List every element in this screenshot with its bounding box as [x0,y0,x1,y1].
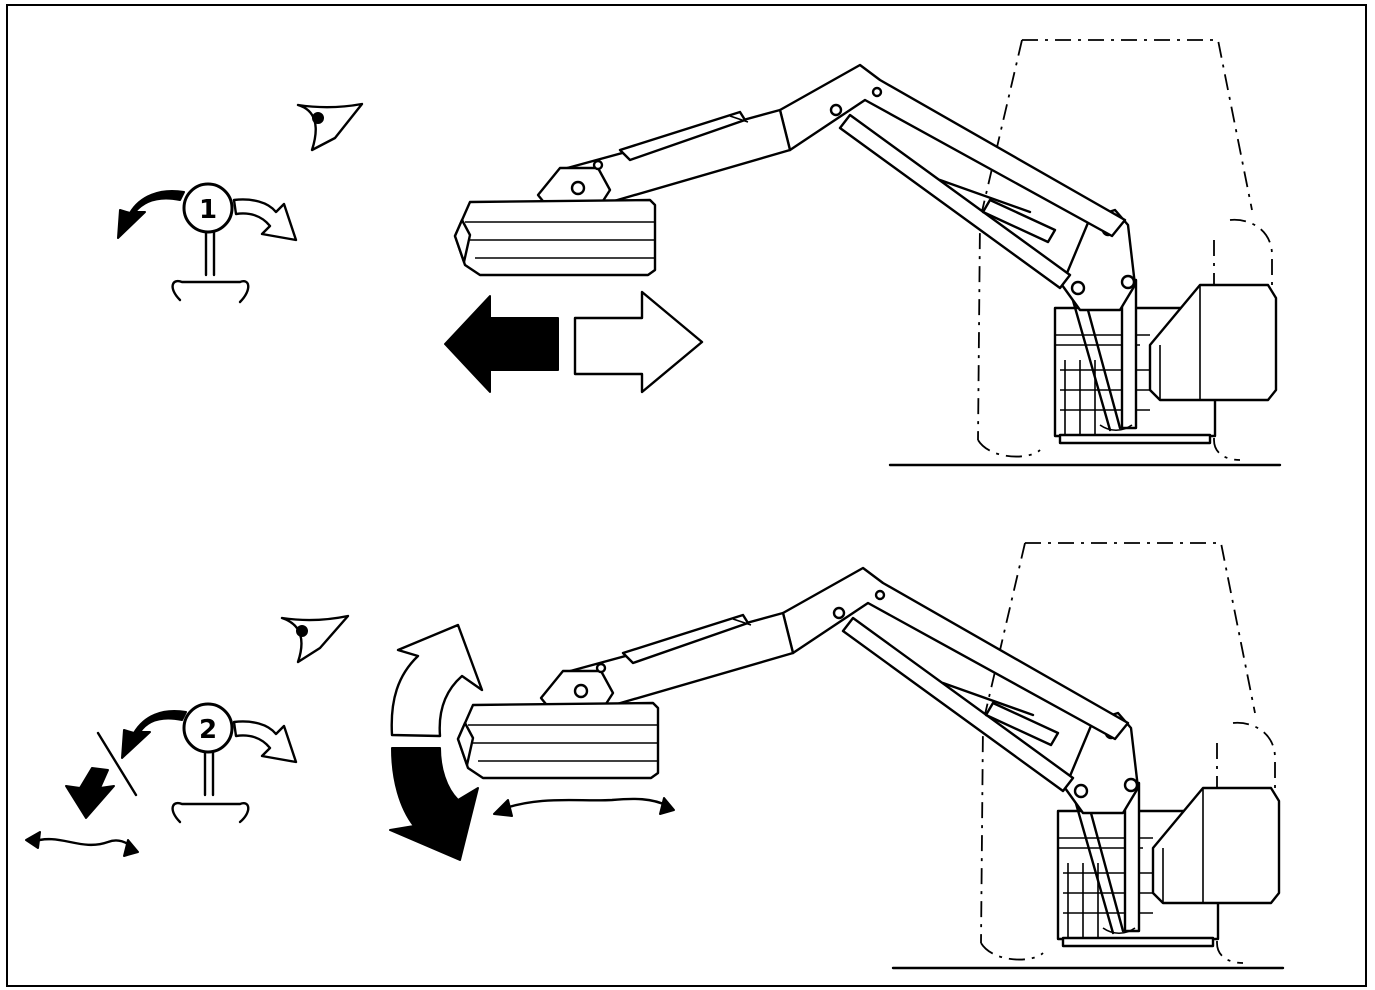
arrow-left-icon [444,295,559,393]
lever-knob-1 [182,182,234,234]
tractor-mower-assembly-bottom [456,541,1285,970]
lever-arrow-left-icon-2 [121,710,187,759]
lever-arrow-right-icon-2 [232,720,298,764]
diagram-frame [6,4,1367,987]
lever-icon: 1 [171,182,250,304]
float-wave-icon [25,831,139,857]
lever-number-2: 2 [199,715,217,745]
eye-icon [296,102,364,152]
arrow-down-curved-icon [389,747,479,861]
bottom-panel: 2 [25,541,1285,970]
tractor-mower-assembly-top [453,38,1282,467]
arrow-right-icon [573,290,704,394]
lever-knob-2 [182,702,234,754]
slash-mark [96,731,138,797]
arrow-up-curved-icon [390,623,484,738]
lever-number-1: 1 [199,195,217,225]
eye-icon-2 [280,614,350,664]
lever-arrow-left-icon [117,190,185,239]
float-arrow-icon [65,767,115,819]
float-wave-icon-2 [493,797,675,817]
top-panel: 1 [117,38,1282,467]
lever-icon-2: 2 [171,702,250,824]
lever-arrow-right-icon [232,198,298,242]
